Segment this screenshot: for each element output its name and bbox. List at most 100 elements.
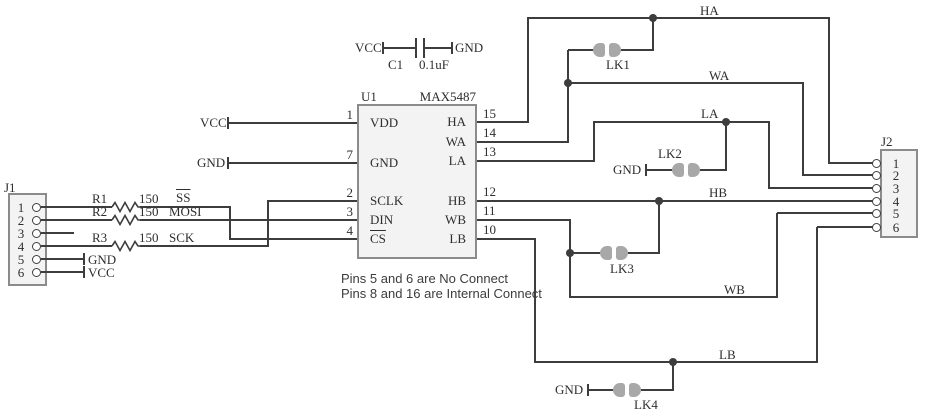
capacitor-plate-left: [415, 38, 417, 58]
j2-pin5-circle: [872, 209, 881, 218]
u1-pin-name-ha: HA: [447, 114, 466, 129]
j1-pin5-circle: [32, 255, 41, 264]
wire-lk4-vert: [672, 362, 674, 391]
jumper-lk4-symbol: [613, 383, 641, 397]
wire-wa-line: [567, 82, 804, 84]
net-hb-label: HB: [709, 185, 728, 200]
u1-pin-name-wa: WA: [445, 134, 466, 149]
wire-hb-line: [477, 200, 873, 202]
gnd-tick-c1: [451, 42, 453, 54]
wire-wa-drop: [802, 83, 804, 176]
wire-sck-seg-b: [140, 245, 269, 247]
wire-lk1-vert-bottom: [567, 50, 569, 84]
j1-pin-number: 1: [17, 200, 25, 215]
wire-u1-gnd-line: [228, 162, 357, 164]
resistor-r2-symbol: [112, 214, 140, 226]
u1-pin-number: 2: [346, 185, 354, 200]
wire-lk1-wire-right: [621, 49, 654, 51]
wire-lk1-wire-left: [568, 49, 593, 51]
j1-pin-number: 4: [17, 239, 25, 254]
wire-lk3-wire-left: [569, 252, 600, 254]
wire-vdd-line: [228, 122, 357, 124]
wire-la-riser: [593, 122, 595, 162]
wire-ha-top: [527, 17, 830, 19]
jumper-lk1-symbol: [593, 43, 621, 57]
wire-wb-stub: [477, 219, 571, 221]
wire-j1-pin6-vcc: [41, 271, 84, 273]
lk3-label: LK3: [610, 261, 634, 276]
u1-pin-name-gnd: GND: [370, 155, 399, 170]
j2-pin-number: 5: [892, 206, 900, 221]
lk2-label: LK2: [658, 146, 682, 161]
wire-ha-riser: [527, 18, 529, 123]
c1-vcc-label: VCC: [355, 40, 382, 55]
wire-wb-riser: [776, 213, 778, 298]
u1-pin-name-vdd: VDD: [370, 115, 399, 130]
wire-lk2-vert: [725, 122, 727, 171]
jumper-lk2-symbol: [672, 163, 700, 177]
wire-la-stub: [477, 160, 595, 162]
j2-pin-number: 6: [892, 220, 900, 235]
wire-ha-stub: [477, 121, 529, 123]
j2-pin-number: 2: [892, 168, 900, 183]
c1-gnd-label: GND: [455, 40, 484, 55]
junction-la-lk2: [722, 118, 730, 126]
net-lb-label: LB: [719, 347, 736, 362]
j2-pin3-circle: [872, 184, 881, 193]
resistor-r1-symbol: [112, 201, 140, 213]
net-ha-label: HA: [700, 3, 719, 18]
u1-pin-number: 1: [346, 107, 354, 122]
u1-pin-number: 4: [346, 223, 354, 238]
vcc-tick-c1: [382, 42, 384, 54]
u1-pin-number: 12: [483, 184, 496, 199]
wire-lk2-wire-left: [646, 169, 672, 171]
j1-pin6-circle: [32, 268, 41, 277]
u1-pin-number: 3: [346, 204, 354, 219]
wire-wa-to-j2: [803, 174, 873, 176]
signal-ss-label: SS: [176, 190, 191, 205]
u1-part-label: MAX5487: [419, 89, 476, 104]
resistor-r3-symbol: [112, 240, 140, 252]
wire-wa-stub: [477, 141, 569, 143]
j1-pin-number: 2: [17, 213, 25, 228]
u1-pin-name-hb: HB: [447, 193, 466, 208]
wire-la-line: [593, 121, 770, 123]
wire-j1-pin3-stub: [41, 232, 74, 234]
junction-lb-lk4: [669, 358, 677, 366]
wire-c1-right: [423, 47, 452, 49]
j2-pin-number: 4: [892, 194, 900, 209]
junction-hb-lk3: [655, 197, 663, 205]
wire-cs-line: [229, 238, 357, 240]
signal-mosi-label: MOSI: [169, 204, 202, 219]
u1-gnd-label: GND: [197, 155, 226, 170]
j2-pin-number: 1: [892, 156, 900, 171]
gnd-tick-j1: [83, 253, 85, 265]
ic-u1-body: [357, 104, 477, 259]
wire-wb-line: [569, 296, 778, 298]
lk4-label: LK4: [634, 397, 658, 412]
wire-wb-drop: [569, 220, 571, 298]
wire-lk4-wire-right: [641, 389, 674, 391]
net-wb-label: WB: [724, 282, 745, 297]
wire-c1-left: [383, 47, 416, 49]
u1-pin-name-la: LA: [448, 153, 466, 168]
note-no-connect: Pins 5 and 6 are No Connect: [341, 271, 508, 286]
wire-lb-drop: [534, 239, 536, 363]
wire-lb-to-j2: [817, 226, 873, 228]
j1-pin-number: 3: [17, 226, 25, 241]
r2-value-label: 150: [139, 204, 159, 219]
gnd-tick-lk4: [587, 384, 589, 396]
wire-sck-seg-a: [41, 245, 112, 247]
u1-pin-number: 13: [483, 144, 496, 159]
j2-pin-number: 3: [892, 181, 900, 196]
wire-lk4-wire-left: [588, 389, 613, 391]
r2-ref-label: R2: [92, 204, 108, 219]
wire-ha-drop: [828, 18, 830, 164]
u1-pin-name-sclk: SCLK: [370, 193, 404, 208]
wire-wa-riser: [567, 83, 569, 143]
j2-pin2-circle: [872, 171, 881, 180]
connector-j2-body: [880, 149, 918, 238]
wire-wb-to-j2: [777, 212, 873, 214]
j1-pin1-circle: [32, 203, 41, 212]
junction-wa-lk1: [564, 79, 572, 87]
